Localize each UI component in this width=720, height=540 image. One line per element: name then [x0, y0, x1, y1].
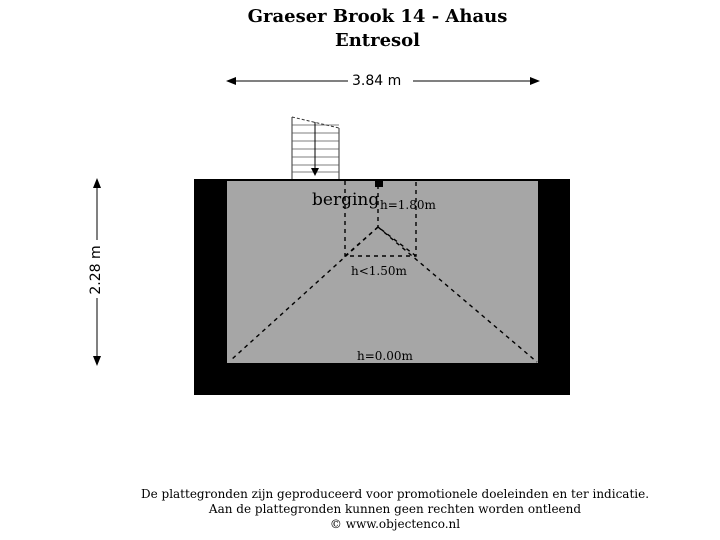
height-dimension-line [93, 178, 101, 366]
height-contour-lines [230, 181, 538, 363]
staircase [291, 116, 340, 179]
disclaimer-line-2: Aan de plattegronden kunnen geen rechten… [208, 502, 582, 516]
disclaimer-line-1: De plattegronden zijn geproduceerd voor … [140, 487, 650, 501]
width-dimension-line [226, 77, 540, 85]
width-dimension-label: 3.84 m [352, 73, 402, 89]
room-label: berging [312, 190, 380, 210]
arrow-left-icon [226, 77, 236, 85]
plan-title: Graeser Brook 14 - Ahaus [247, 6, 508, 27]
arrow-up-icon [93, 178, 101, 188]
copyright-line: © www.objectenco.nl [329, 517, 461, 531]
room-floor [227, 181, 538, 363]
mid-height-label: h<1.50m [351, 264, 407, 278]
post-marker [375, 179, 383, 187]
plan-subtitle: Entresol [334, 30, 421, 51]
ridge-height-label: h=1.80m [380, 198, 436, 212]
stair-direction-arrow-icon [311, 168, 319, 176]
arrow-right-icon [530, 77, 540, 85]
height-dimension-label: 2.28 m [88, 245, 104, 295]
eave-height-label: h=0.00m [357, 349, 413, 363]
arrow-down-icon [93, 356, 101, 366]
